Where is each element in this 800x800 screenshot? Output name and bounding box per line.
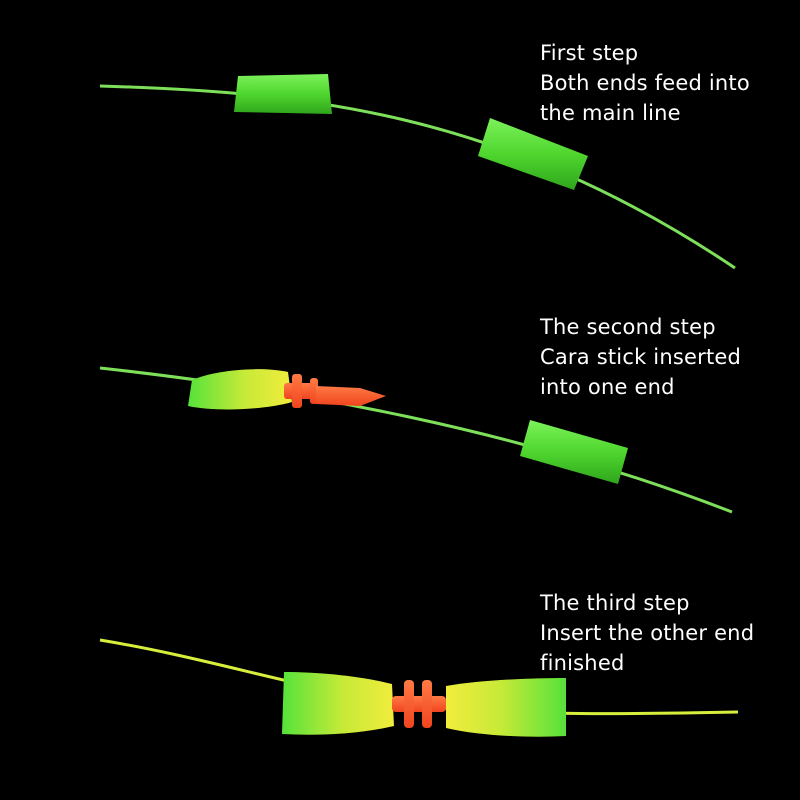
float-stopper [446,678,566,737]
caption-line: Insert the other end [540,621,755,645]
caption-line: Cara stick inserted [540,345,742,369]
caption-line: The third step [540,591,690,615]
caption-line: First step [540,41,639,65]
float-stopper [234,74,332,114]
step-2-rig [99,366,733,514]
caption-line: into one end [540,375,675,399]
main-line [99,366,733,514]
float-stopper [282,672,394,735]
caption-line: finished [540,651,625,675]
caption-line: The second step [540,315,716,339]
step-1-caption: First step Both ends feed into the main … [540,38,790,128]
step-1-rig [99,74,736,270]
caption-line: Both ends feed into [540,71,750,95]
step-3-caption: The third step Insert the other end fini… [540,588,790,678]
float-stopper [520,420,628,484]
caption-line: the main line [540,101,681,125]
step-2-caption: The second step Cara stick inserted into… [540,312,790,402]
float-stopper [478,118,588,190]
cara-stick-connector [392,680,446,728]
float-stopper [188,369,292,410]
step-3-rig [99,638,739,737]
cara-stick-connector [284,374,386,408]
main-line [99,84,736,270]
